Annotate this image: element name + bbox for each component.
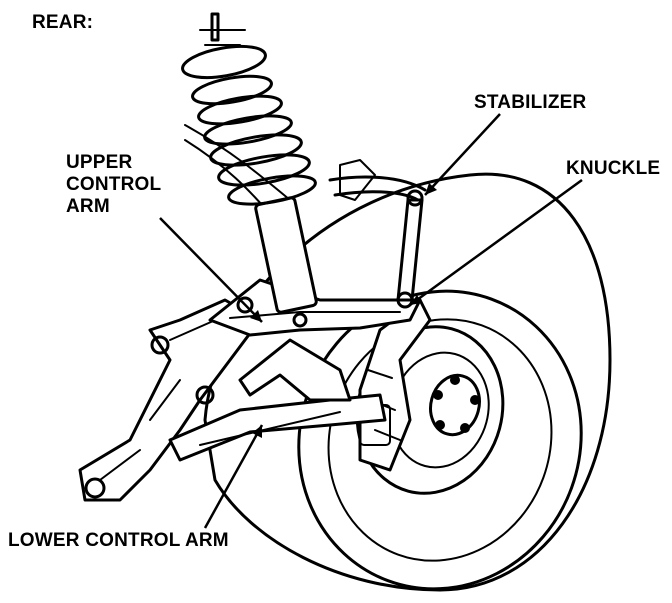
lower-control-arm — [168, 338, 387, 462]
knuckle-arrowhead — [410, 295, 422, 305]
knuckle-label: KNUCKLE — [566, 158, 661, 179]
upper-control-arm-label: UPPER CONTROL ARM — [66, 152, 161, 218]
stabilizer-label: STABILIZER — [474, 92, 587, 113]
subframe — [78, 298, 262, 502]
lower-control-arm-arrowhead — [252, 425, 262, 438]
coil-spring-damper — [181, 12, 318, 314]
upper-control-arm-label-line-1: UPPER — [66, 152, 133, 173]
view-label: REAR: — [32, 12, 94, 33]
leader-arrows — [159, 113, 583, 529]
upper-control-arm-leader — [159, 217, 263, 323]
stabilizer-arrowhead — [425, 183, 437, 195]
lower-control-arm-label: LOWER CONTROL ARM — [8, 530, 229, 551]
upper-control-arm-label-line-2: CONTROL — [66, 174, 162, 195]
stabilizer — [328, 159, 427, 309]
lower-control-arm-leader — [203, 424, 264, 529]
knuckle-leader — [409, 178, 583, 307]
upper-control-arm-label-line-3: ARM — [66, 196, 110, 217]
upper-control-arm-arrowhead — [250, 310, 262, 322]
stabilizer-leader — [424, 113, 501, 196]
